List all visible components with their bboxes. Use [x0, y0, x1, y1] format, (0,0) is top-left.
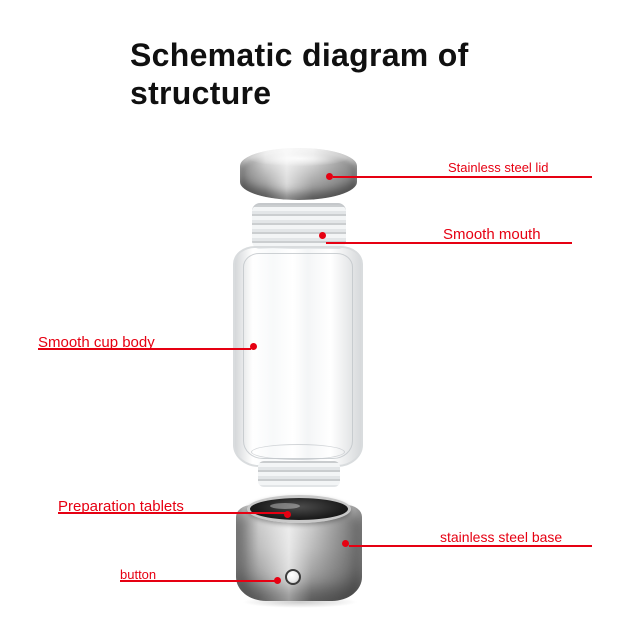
page-title: Schematic diagram of structure — [130, 37, 469, 111]
bottle-bottom-threads — [258, 461, 340, 487]
pointer-dot — [274, 577, 281, 584]
callout-label-mouth: Smooth mouth — [443, 226, 541, 243]
callout-label-tablets: Preparation tablets — [58, 498, 184, 515]
leader-line — [326, 242, 572, 244]
bottle-glass-body — [233, 246, 363, 467]
power-button-icon — [285, 569, 301, 585]
callout-label-cup-body: Smooth cup body — [38, 334, 155, 351]
pointer-dot — [342, 540, 349, 547]
pointer-dot — [250, 343, 257, 350]
callout-label-button: button — [120, 567, 157, 582]
callout-label-lid: Stainless steel lid — [448, 160, 549, 175]
callout-label-base: stainless steel base — [440, 529, 563, 545]
bottle-lid — [240, 148, 357, 200]
leader-line — [349, 545, 592, 547]
pointer-dot — [326, 173, 333, 180]
leader-line — [333, 176, 592, 178]
base-tablet-chamber — [247, 495, 351, 523]
leader-line — [58, 512, 286, 514]
bottle-mouth-threads — [252, 203, 346, 249]
pointer-dot — [284, 511, 291, 518]
leader-line — [120, 580, 276, 582]
pointer-dot — [319, 232, 326, 239]
leader-line — [38, 348, 251, 350]
